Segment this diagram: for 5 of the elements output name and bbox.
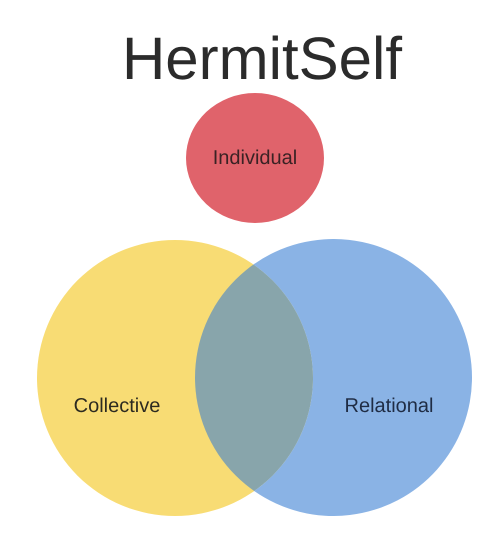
circle bbox=[186, 93, 324, 223]
circle-label: Individual bbox=[212, 146, 298, 170]
circle-label: Collective bbox=[74, 394, 160, 418]
circle-label: Relational bbox=[344, 394, 434, 418]
diagram-title: HermitSelf bbox=[122, 29, 402, 89]
